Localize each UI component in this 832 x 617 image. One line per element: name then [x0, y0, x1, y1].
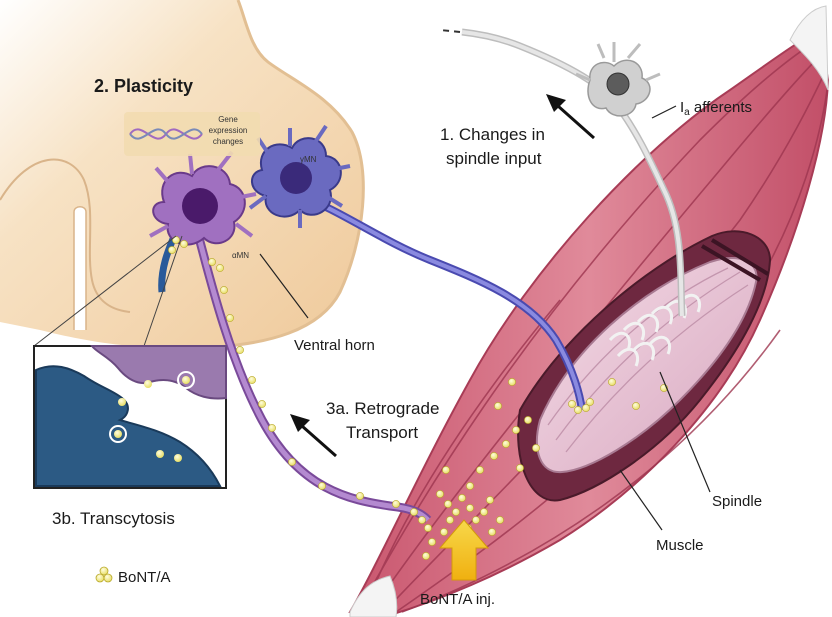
toxin-particle [502, 440, 509, 447]
toxin-particle [436, 490, 443, 497]
toxin-particle [494, 402, 501, 409]
toxin-particle [480, 508, 487, 515]
legend-bont-label: BoNT/A [118, 569, 171, 586]
midline-fold [74, 207, 86, 330]
toxin-particle [268, 424, 275, 431]
label-retrograde-line1: 3a. Retrograde [326, 399, 439, 418]
toxin-particle [446, 516, 453, 523]
toxin-particle [568, 400, 575, 407]
label-changes-line2: spindle input [446, 149, 542, 168]
legend-bont: BoNT/A [96, 567, 171, 586]
toxin-particle [422, 552, 429, 559]
toxin-particle [288, 458, 295, 465]
label-bont-injection: BoNT/A inj. [420, 591, 495, 608]
toxin-particle [392, 500, 399, 507]
toxin-particle [442, 466, 449, 473]
toxin-particle [440, 528, 447, 535]
label-ia-afferents: Ia afferents [680, 99, 752, 118]
toxin-particle [208, 258, 215, 265]
toxin-particle [168, 246, 175, 253]
toxin-particle [418, 516, 425, 523]
toxin-particle [512, 426, 519, 433]
ia-afferent-dashes [440, 30, 460, 32]
toxin-particle [236, 346, 243, 353]
muscle-tendon-bottom [350, 576, 397, 617]
label-spindle: Spindle [712, 493, 762, 510]
toxin-particle [216, 264, 223, 271]
arrow-spindle-input [546, 94, 594, 138]
label-changes-line1: 1. Changes in [440, 125, 545, 144]
toxin-particle [258, 400, 265, 407]
toxin-particle [318, 482, 325, 489]
toxin-particle [410, 508, 417, 515]
toxin-particle [428, 538, 435, 545]
toxin-particle [424, 524, 431, 531]
arrow-retrograde [290, 414, 336, 456]
toxin-particle [574, 406, 581, 413]
toxin-particle [524, 416, 531, 423]
label-muscle: Muscle [656, 537, 704, 554]
gene-label-line3: changes [213, 137, 243, 146]
toxin-particle [466, 504, 473, 511]
toxin-particle [476, 466, 483, 473]
toxin-particle [486, 496, 493, 503]
toxin-particle [516, 464, 523, 471]
toxin-particle [458, 494, 465, 501]
toxin-particle [466, 482, 473, 489]
toxin-particle [452, 508, 459, 515]
label-alpha-mn: αMN [232, 251, 249, 260]
pointer-ia [652, 106, 676, 118]
label-transcytosis: 3b. Transcytosis [52, 509, 175, 528]
label-gamma-mn: γMN [300, 155, 317, 164]
toxin-particle [248, 376, 255, 383]
toxin-particle [180, 240, 187, 247]
gene-expression-badge: Gene expression changes [124, 112, 260, 156]
toxin-particle [220, 286, 227, 293]
label-retrograde-line2: Transport [346, 423, 418, 442]
gene-label-line2: expression [209, 126, 248, 135]
gene-label-line1: Gene [218, 115, 238, 124]
label-plasticity: 2. Plasticity [94, 76, 193, 96]
toxin-particle [226, 314, 233, 321]
toxin-particle [488, 528, 495, 535]
toxin-particle [532, 444, 539, 451]
toxin-particle [632, 402, 639, 409]
toxin-particle [496, 516, 503, 523]
toxin-particle [508, 378, 515, 385]
label-ventral-horn: Ventral horn [294, 337, 375, 354]
toxin-particle [444, 500, 451, 507]
toxin-particle [608, 378, 615, 385]
toxin-particle [472, 516, 479, 523]
ia-afferent-cell-body [576, 42, 660, 116]
toxin-particle [586, 398, 593, 405]
toxin-particle [490, 452, 497, 459]
toxin-particle [356, 492, 363, 499]
